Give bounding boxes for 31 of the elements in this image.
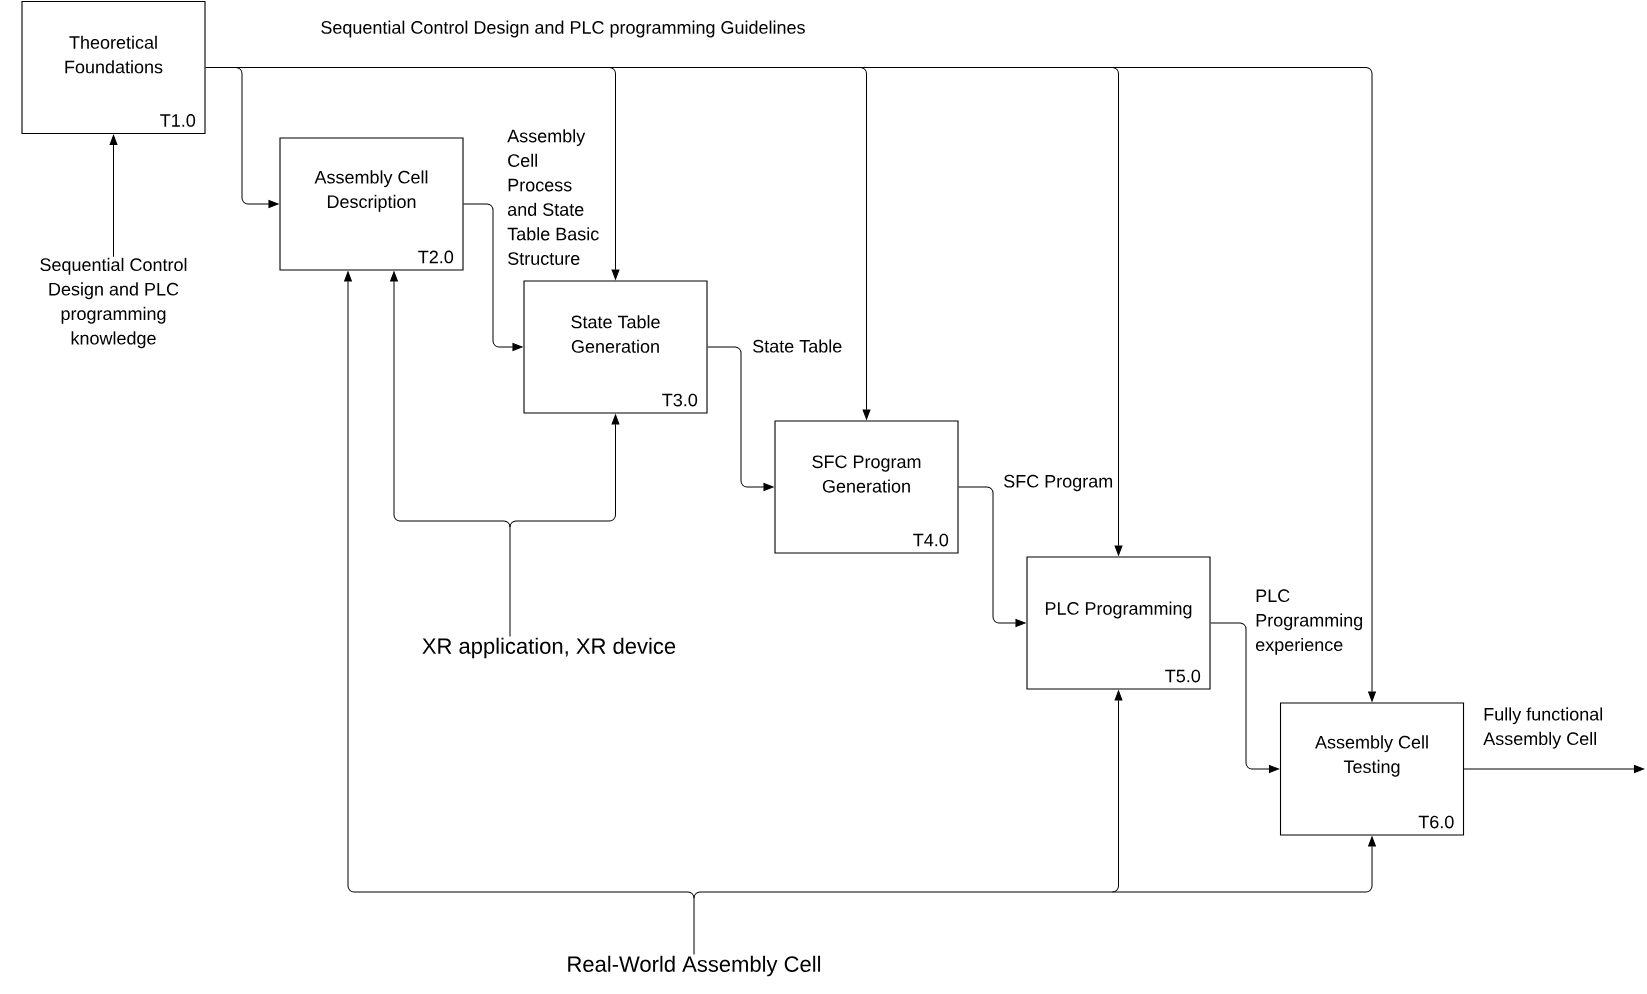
source-label: XR application, XR device	[422, 637, 676, 659]
arrow	[707, 346, 774, 491]
edge-label: State Table	[753, 339, 842, 353]
arrow	[509, 414, 620, 638]
edge-label: Fully functional Assembly Cell	[1483, 707, 1603, 749]
task-number: T2.0	[418, 250, 454, 264]
arrow	[1463, 765, 1645, 773]
task-number: T4.0	[913, 533, 949, 547]
edge-label: SFC Program	[1004, 474, 1113, 492]
arrow	[109, 135, 118, 258]
arrow	[1112, 67, 1123, 556]
arrow	[1210, 622, 1279, 773]
arrow	[958, 486, 1026, 627]
edge-label: Sequential Control Design and PLC programming Guidelines	[321, 20, 805, 38]
arrow	[693, 836, 1376, 956]
arrow	[344, 271, 695, 899]
task-number: T6.0	[1418, 815, 1454, 829]
arrow	[390, 271, 511, 528]
source-label: Real-World Assembly Cell	[568, 955, 821, 977]
arrow	[1112, 690, 1123, 893]
source-label: Sequential Control Design and PLC programming knowledge	[40, 257, 187, 349]
task-number: T1.0	[160, 114, 196, 127]
arrow	[205, 67, 1376, 702]
arrow	[463, 203, 523, 351]
edge-label: PLC Programming experience	[1256, 589, 1363, 655]
task-number: T5.0	[1165, 669, 1201, 683]
edge-label: Assembly Cell Process and State Table Basic Structure	[507, 129, 599, 265]
arrow	[609, 67, 620, 280]
arrow	[235, 67, 279, 208]
arrow	[860, 67, 871, 420]
task-number: T3.0	[662, 393, 698, 407]
